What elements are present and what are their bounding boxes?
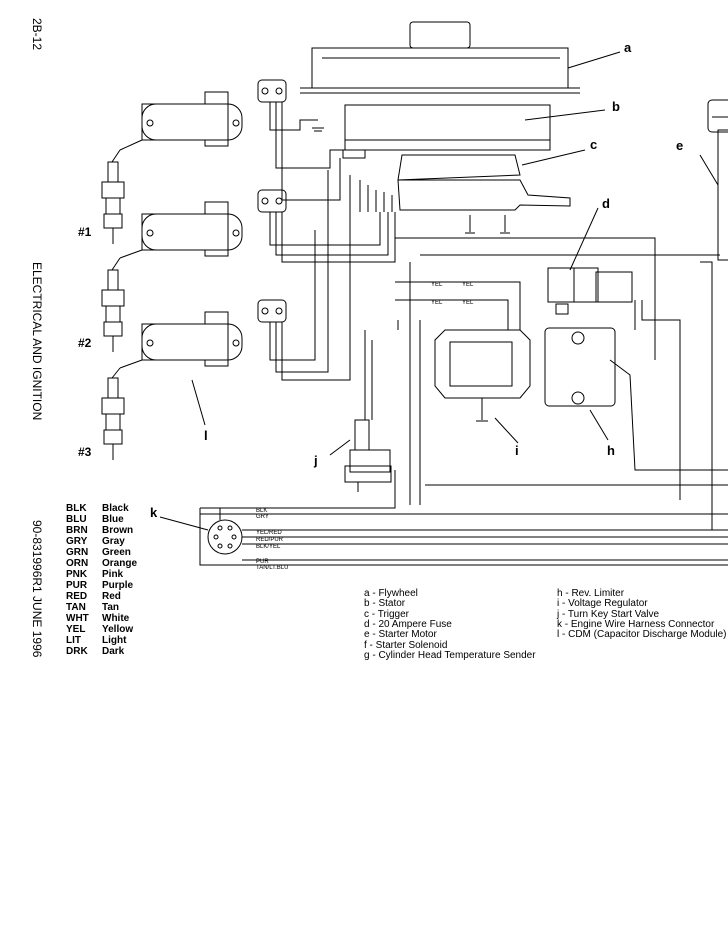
cdm-coil-2 bbox=[111, 201, 243, 271]
wire-label: YEL bbox=[431, 282, 443, 288]
key-item: a - Flywheel bbox=[364, 588, 418, 599]
wire-label: YEL bbox=[462, 300, 474, 306]
voltage-regulator-drawing bbox=[434, 329, 531, 422]
document-footer: 90-831996R1 JUNE 1996 bbox=[30, 520, 44, 658]
callout-flywheel: a bbox=[624, 40, 632, 55]
section-title: ELECTRICAL AND IGNITION bbox=[30, 262, 44, 421]
legend-name: Green bbox=[102, 547, 131, 558]
legend-code: RED bbox=[66, 591, 88, 602]
key-item: j - Turn Key Start Valve bbox=[557, 609, 660, 620]
key-item: d - 20 Ampere Fuse bbox=[364, 619, 452, 630]
wire-label: YEL bbox=[431, 300, 443, 306]
legend-name: Gray bbox=[102, 536, 125, 547]
callout-rev-limiter: h bbox=[607, 443, 615, 458]
callout-starter-motor: e bbox=[676, 138, 684, 153]
cdm-coil-3 bbox=[111, 311, 243, 379]
callout-voltage-regulator: i bbox=[515, 443, 519, 458]
key-item: b - Stator bbox=[364, 598, 406, 609]
cdm-coils bbox=[111, 91, 243, 379]
legend-name: Pink bbox=[102, 569, 124, 580]
key-item: k - Engine Wire Harness Connector bbox=[557, 619, 715, 630]
key-item: e - Starter Motor bbox=[364, 629, 437, 640]
coil-connectors bbox=[257, 79, 287, 323]
callout-fuse: d bbox=[602, 196, 610, 211]
legend-code: DRK bbox=[66, 646, 88, 657]
legend-name: White bbox=[102, 613, 130, 624]
spark-plug-1 bbox=[101, 161, 125, 244]
rev-limiter-drawing bbox=[544, 327, 616, 407]
legend-code: ORN bbox=[66, 558, 89, 569]
legend-name: Blue bbox=[102, 514, 124, 525]
legend-name: Dark bbox=[102, 646, 125, 657]
wire-label: YEL bbox=[462, 282, 474, 288]
key-item: c - Trigger bbox=[364, 609, 410, 620]
key-item: l - CDM (Capacitor Discharge Module) bbox=[557, 629, 727, 640]
legend-name: Orange bbox=[102, 558, 138, 569]
wire-label: GRY bbox=[256, 514, 269, 520]
callout-start-valve: j bbox=[314, 453, 318, 468]
wire-label: TAN/LT.BLU bbox=[256, 565, 288, 571]
trigger-drawing bbox=[397, 154, 571, 234]
key-item: h - Rev. Limiter bbox=[557, 588, 625, 599]
page-number: 2B-12 bbox=[30, 18, 44, 51]
callout-cdm: l bbox=[204, 428, 208, 443]
legend-code: WHT bbox=[66, 613, 89, 624]
spark-plug-3 bbox=[101, 377, 125, 460]
spark-plugs bbox=[101, 161, 125, 460]
callout-trigger: c bbox=[590, 137, 598, 152]
flywheel-drawing bbox=[300, 21, 580, 94]
wire-label: YEL/RED bbox=[256, 530, 282, 536]
legend-name: Tan bbox=[102, 602, 120, 613]
cylinder-label-1: #1 bbox=[78, 225, 92, 239]
legend-code: YEL bbox=[66, 624, 86, 635]
wire-label: PUR bbox=[256, 559, 269, 565]
legend-code: BRN bbox=[66, 525, 88, 536]
key-item: g - Cylinder Head Temperature Sender bbox=[364, 650, 536, 661]
fuse-drawing bbox=[547, 267, 633, 315]
legend-code: PNK bbox=[66, 569, 88, 580]
callout-harness-connector: k bbox=[150, 505, 158, 520]
start-valve-drawing bbox=[344, 419, 392, 492]
key-item: i - Voltage Regulator bbox=[557, 598, 648, 609]
stator-drawing bbox=[342, 104, 551, 159]
wire-label: BLK/YEL bbox=[256, 544, 281, 550]
legend-code: TAN bbox=[66, 602, 86, 613]
callout-stator: b bbox=[612, 99, 620, 114]
spark-plug-2 bbox=[101, 269, 125, 352]
legend-name: Light bbox=[102, 635, 127, 646]
legend-code: PUR bbox=[66, 580, 88, 591]
legend-code: BLU bbox=[66, 514, 87, 525]
wire-label: RED/PUR bbox=[256, 537, 284, 543]
cylinder-label-3: #3 bbox=[78, 445, 92, 459]
legend-code: LIT bbox=[66, 635, 81, 646]
legend-name: Yellow bbox=[102, 624, 134, 635]
harness-connector-drawing bbox=[207, 519, 243, 555]
starter-motor-drawing bbox=[707, 99, 728, 261]
legend-name: Brown bbox=[102, 525, 134, 536]
wire-label: BLK bbox=[256, 508, 267, 514]
key-item: f - Starter Solenoid bbox=[364, 640, 448, 651]
legend-name: Purple bbox=[102, 580, 134, 591]
cylinder-label-2: #2 bbox=[78, 336, 92, 350]
wires bbox=[159, 51, 728, 566]
legend-code: GRN bbox=[66, 547, 89, 558]
legend-name: Black bbox=[102, 503, 129, 514]
legend-code: GRY bbox=[66, 536, 88, 547]
legend-code: BLK bbox=[66, 503, 87, 514]
legend-name: Red bbox=[102, 591, 121, 602]
cdm-coil-1 bbox=[111, 91, 243, 163]
